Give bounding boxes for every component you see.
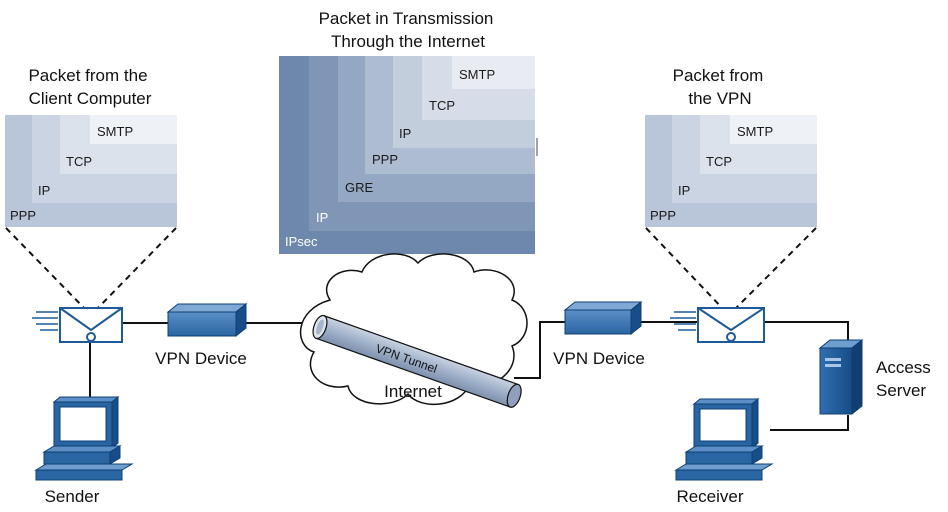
client-packet: SMTP TCP IP PPP <box>5 115 177 227</box>
receiver-computer-icon <box>674 397 774 481</box>
transit-layer-ip-outer: IP <box>316 210 328 225</box>
vpn-packet: SMTP TCP IP PPP <box>645 115 817 227</box>
transit-layer-smtp: SMTP <box>459 67 495 82</box>
callout-lines <box>5 227 817 313</box>
client-layer-smtp: SMTP <box>97 124 133 139</box>
access-server-label-2: Server <box>876 381 926 400</box>
vpn-layer-ppp: PPP <box>650 208 676 223</box>
internet-label: Internet <box>384 382 442 401</box>
internet-cloud <box>299 253 528 406</box>
transit-layer-ppp: PPP <box>372 152 398 167</box>
vpn-layer-smtp: SMTP <box>737 124 773 139</box>
access-server-label-1: Access <box>876 358 931 377</box>
transit-layer-ipsec: IPsec <box>285 234 318 249</box>
client-layer-ppp: PPP <box>10 208 36 223</box>
vpn-device-right-label: VPN Device <box>553 349 645 368</box>
sender-computer-icon <box>34 395 134 481</box>
access-server-icon <box>818 338 864 416</box>
envelope-icon-left <box>32 307 123 343</box>
transit-packet-title-1: Packet in Transmission <box>319 9 494 28</box>
client-packet-title-1: Packet from the <box>28 66 147 85</box>
client-layer-tcp: TCP <box>66 154 92 169</box>
transit-packet-title-2: Through the Internet <box>331 32 485 51</box>
transit-layer-tcp: TCP <box>429 98 455 113</box>
vpn-device-left-label: VPN Device <box>155 349 247 368</box>
vpn-tunnel: VPN Tunnel <box>312 314 522 408</box>
transit-layer-gre: GRE <box>345 180 374 195</box>
client-packet-title-2: Client Computer <box>29 89 152 108</box>
receiver-label: Receiver <box>676 487 743 506</box>
client-layer-ip: IP <box>38 183 50 198</box>
vpn-layer-tcp: TCP <box>706 154 732 169</box>
sender-label: Sender <box>45 487 100 506</box>
vpn-device-left <box>166 302 248 338</box>
vpn-packet-title-1: Packet from <box>673 66 764 85</box>
envelope-icon-right <box>670 307 765 343</box>
vpn-device-right <box>563 300 643 336</box>
vpn-packet-title-2: the VPN <box>688 89 751 108</box>
vpn-layer-ip: IP <box>678 183 690 198</box>
transit-packet: SMTP TCP IP PPP GRE IP IPsec <box>279 56 538 254</box>
transit-layer-ip-inner: IP <box>399 126 411 141</box>
